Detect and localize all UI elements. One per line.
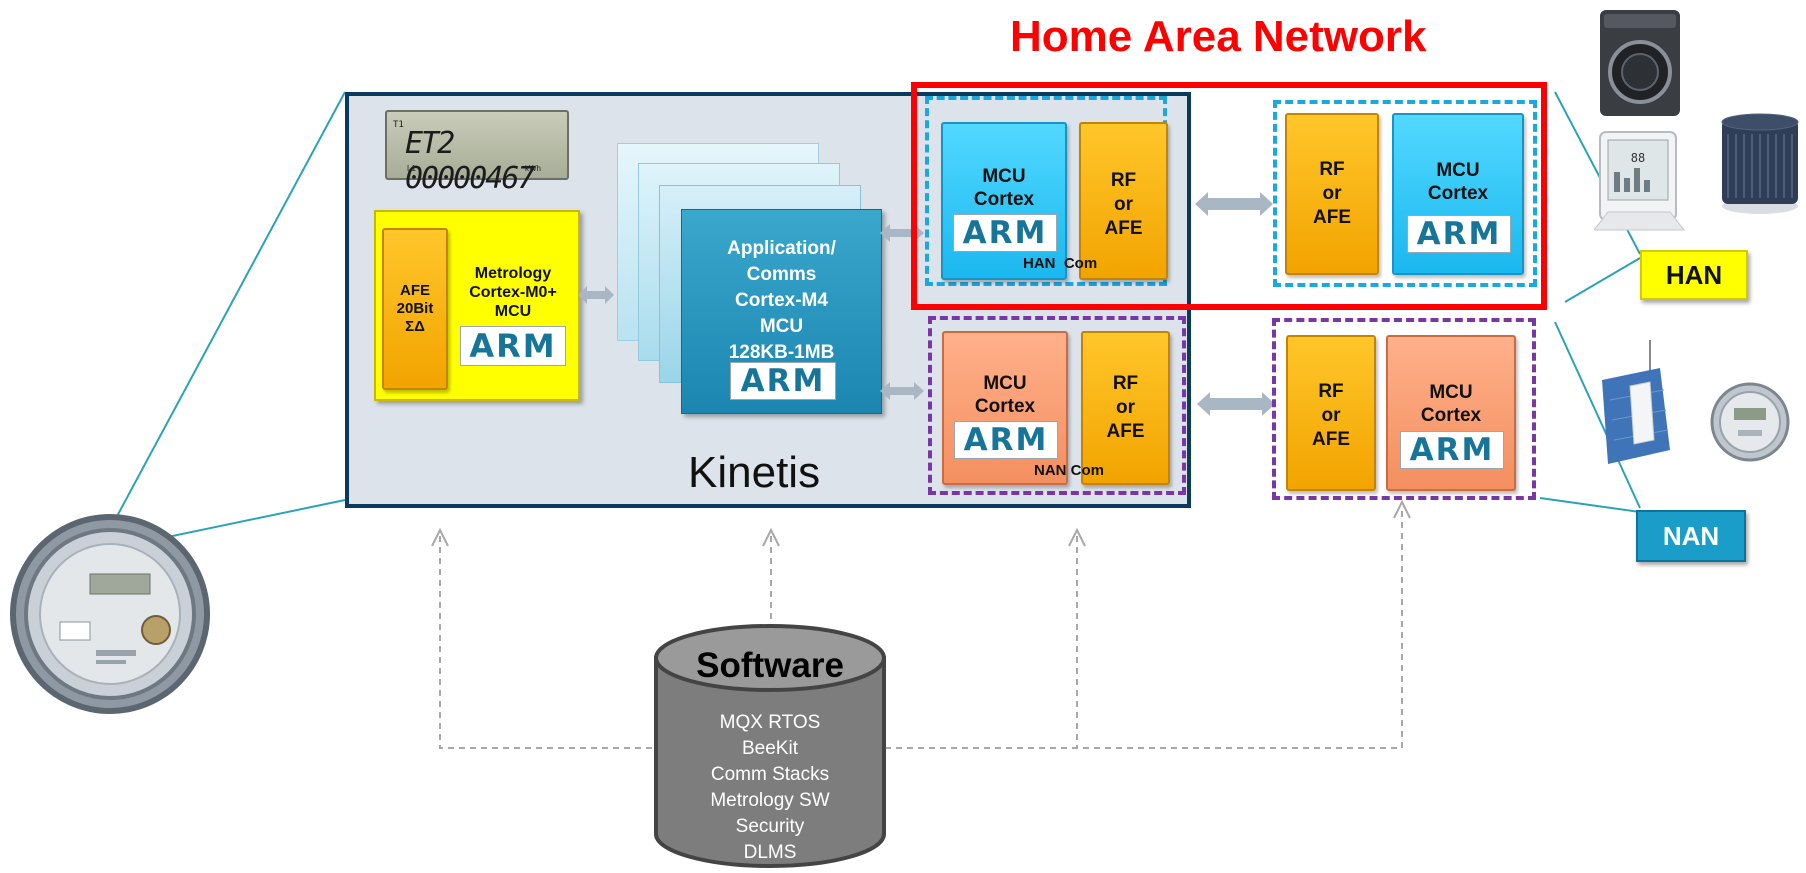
- nan-remote-mcu-line-1: MCU: [1429, 382, 1473, 403]
- software-item-mqx: MQX RTOS: [719, 712, 821, 733]
- application-line-2: Comms: [746, 264, 817, 285]
- han-com-mcu-line-1: MCU: [982, 166, 1026, 187]
- nan-remote-mcu-line-2: Cortex: [1420, 405, 1482, 426]
- nan-remote-rf-line-2: or: [1321, 405, 1341, 426]
- arrow-metrology-app: [578, 286, 614, 304]
- nan-remote-mcu-tile: MCU Cortex ARM: [1386, 335, 1516, 491]
- nan-com-rf-line-3: AFE: [1106, 421, 1145, 442]
- han-tag: HAN: [1640, 250, 1748, 300]
- software-item-security: Security: [735, 816, 805, 837]
- software-item-comm-stacks: Comm Stacks: [710, 764, 830, 785]
- nan-com-mcu-tile: MCU Cortex ARM: [942, 331, 1068, 485]
- software-connectors: [439, 508, 1403, 749]
- nan-com-arm-logo: ARM: [954, 421, 1058, 459]
- arrow-nan-link: [1197, 392, 1275, 416]
- han-com-caption: HAN Com: [1023, 255, 1098, 272]
- nan-com-caption: NAN Com: [1034, 462, 1104, 479]
- application-line-5: 128KB-1MB: [728, 342, 835, 363]
- nan-module-image: [1602, 340, 1670, 464]
- nan-remote-rf-tile: RF or AFE: [1286, 335, 1376, 491]
- software-cylinder: [654, 624, 886, 868]
- han-remote-mcu-line-1: MCU: [1436, 160, 1480, 181]
- nan-com-rf-tile: RF or AFE: [1081, 331, 1170, 485]
- software-arrowheads: [431, 499, 1411, 547]
- nan-remote-rf-line-3: AFE: [1312, 429, 1350, 450]
- application-label: Application/ Comms Cortex-M4 MCU 128KB-1…: [682, 236, 881, 366]
- callout-line-top: [114, 91, 346, 521]
- application-block: Application/ Comms Cortex-M4 MCU 128KB-1…: [681, 209, 882, 414]
- han-com-rf-tile: RF or AFE: [1079, 122, 1168, 280]
- afe-line-1: AFE: [400, 282, 430, 299]
- metrology-arm-logo: ARM: [460, 326, 566, 366]
- han-fan-line-bottom: [1564, 257, 1641, 303]
- thermostat-display-image: 88: [1594, 131, 1686, 231]
- lcd-sub-left: L1: [407, 164, 416, 173]
- nan-com-group: [928, 316, 1186, 495]
- han-remote-rf-line-2: or: [1322, 183, 1342, 204]
- nan-remote-arm-logo: ARM: [1400, 431, 1504, 469]
- nan-com-rf-line-2: or: [1116, 397, 1135, 418]
- application-arm-logo: ARM: [730, 362, 836, 400]
- metrology-block: AFE 20Bit ΣΔ Metrology Cortex-M0+ MCU AR…: [374, 210, 580, 401]
- application-line-1: Application/: [727, 238, 836, 259]
- han-remote-arm-logo: ARM: [1407, 215, 1511, 253]
- han-com-mcu-tile: MCU Cortex ARM: [941, 122, 1067, 280]
- nan-com-mcu-line-1: MCU: [983, 373, 1027, 394]
- svg-text:88: 88: [1631, 151, 1645, 165]
- ac-unit-image: [1721, 113, 1799, 214]
- han-remote-mcu-tile: MCU Cortex ARM: [1392, 113, 1524, 275]
- lcd-prefix: T1: [393, 120, 404, 130]
- software-item-metrology-sw: Metrology SW: [710, 790, 830, 811]
- lcd-readout: ET2 00000467: [405, 126, 536, 196]
- lcd-display: T1 ET2 00000467 L1 kWh: [385, 110, 569, 196]
- han-remote-mcu-line-2: Cortex: [1427, 183, 1489, 204]
- metrology-line-3: MCU: [494, 303, 532, 320]
- han-com-rf-line-2: or: [1114, 194, 1133, 215]
- han-remote-rf-tile: RF or AFE: [1285, 113, 1379, 275]
- han-remote-rf-line-3: AFE: [1313, 207, 1351, 228]
- han-com-rf-line-3: AFE: [1104, 218, 1143, 239]
- application-line-3: Cortex-M4: [735, 290, 828, 311]
- nan-meter-image: [1710, 382, 1790, 462]
- washer-image: [1600, 10, 1680, 116]
- nan-remote-rf-line-1: RF: [1318, 381, 1344, 402]
- han-com-arm-logo: ARM: [953, 214, 1057, 252]
- nan-fan-line-top: [1554, 321, 1641, 509]
- afe-tile: AFE 20Bit ΣΔ: [382, 228, 448, 390]
- arrow-han-link: [1195, 192, 1273, 216]
- page-title: Home Area Network: [1010, 12, 1427, 61]
- software-title: Software: [696, 646, 844, 685]
- application-line-4: MCU: [759, 316, 804, 337]
- nan-com-rf-line-1: RF: [1112, 373, 1139, 394]
- arrow-app-nan: [880, 382, 924, 400]
- han-remote-group: [1273, 100, 1537, 287]
- han-network-outline: [911, 82, 1547, 310]
- afe-line-3: ΣΔ: [405, 318, 425, 335]
- nan-remote-group: [1272, 318, 1536, 500]
- software-items: MQX RTOS BeeKit Comm Stacks Metrology SW…: [652, 710, 888, 866]
- han-com-rf-line-1: RF: [1110, 170, 1137, 191]
- arrow-app-han: [880, 224, 924, 242]
- afe-line-2: 20Bit: [396, 300, 434, 317]
- kinetis-label: Kinetis: [688, 448, 821, 497]
- lcd-unit: kWh: [525, 164, 541, 173]
- nan-tag: NAN: [1636, 510, 1746, 562]
- smart-meter-image: [10, 514, 210, 714]
- software-item-beekit: BeeKit: [742, 738, 798, 759]
- nan-fan-line-bottom: [1539, 497, 1641, 513]
- metrology-label: Metrology Cortex-M0+ MCU: [450, 264, 576, 321]
- han-com-mcu-line-2: Cortex: [973, 189, 1035, 210]
- han-remote-rf-line-1: RF: [1319, 159, 1345, 180]
- metrology-line-1: Metrology: [474, 265, 552, 282]
- nan-com-mcu-line-2: Cortex: [974, 396, 1036, 417]
- metrology-line-2: Cortex-M0+: [469, 284, 557, 301]
- software-item-dlms: DLMS: [743, 842, 797, 863]
